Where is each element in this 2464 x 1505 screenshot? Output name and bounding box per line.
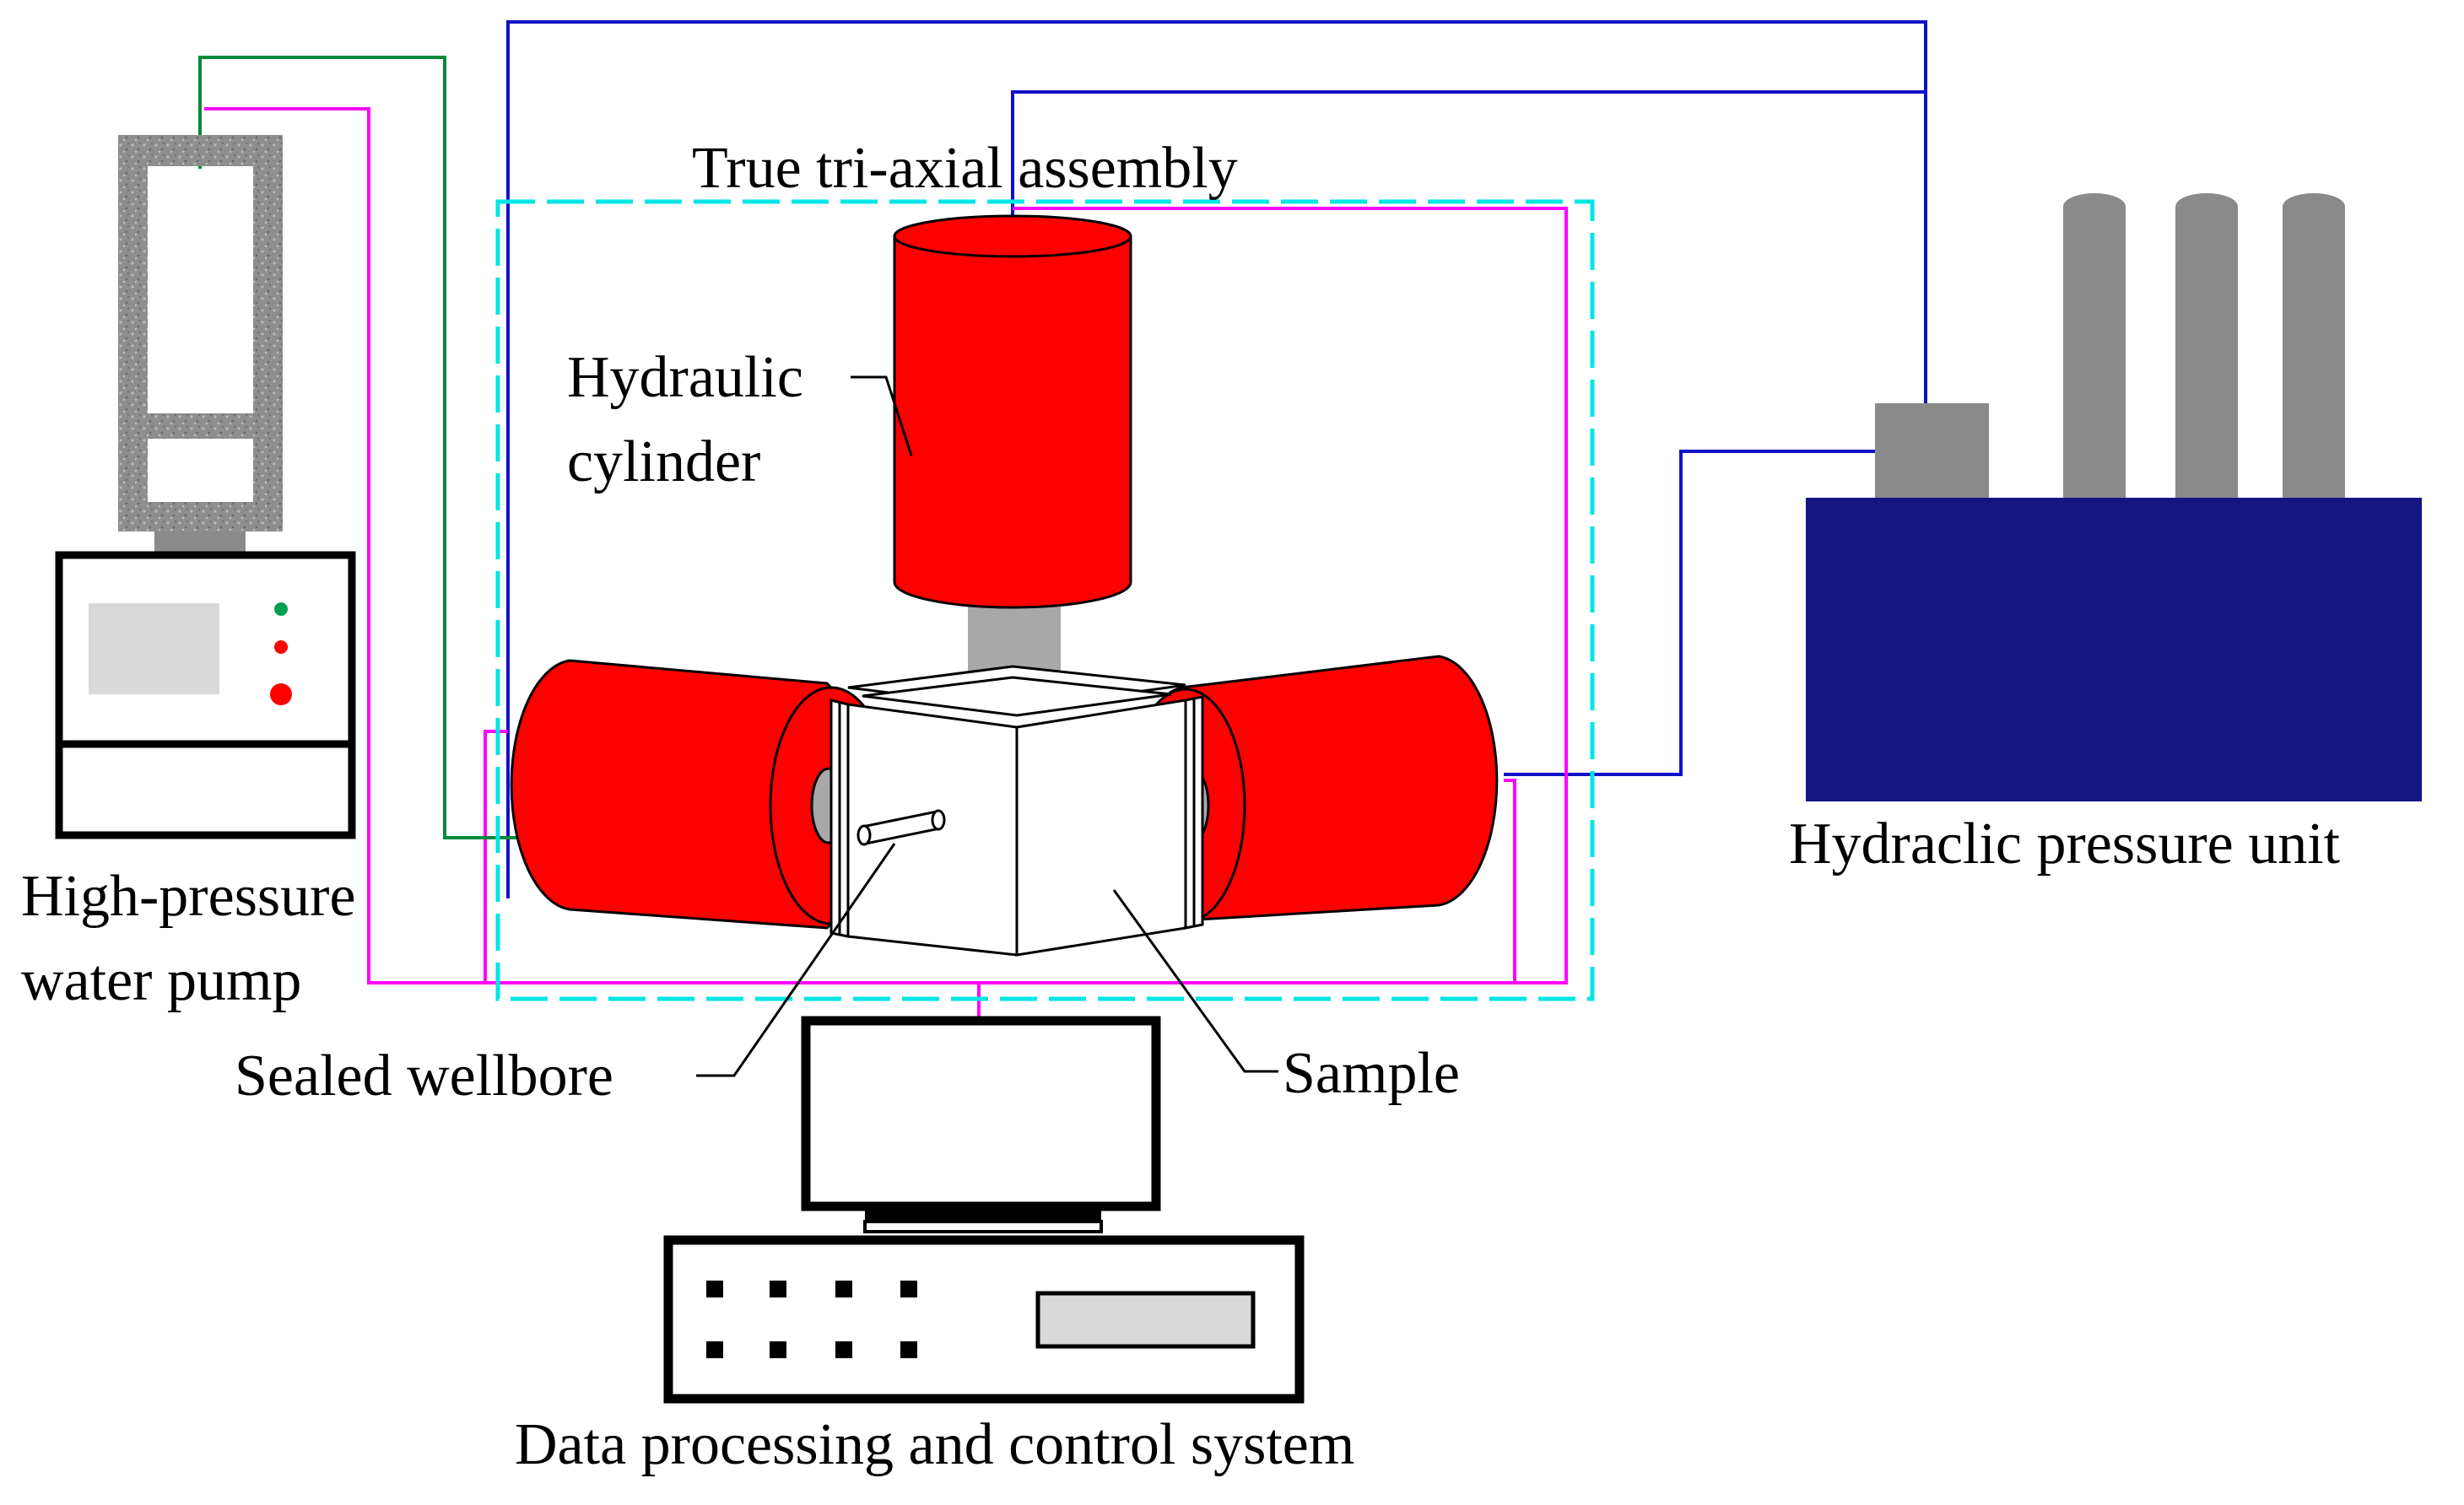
computer-monitor (801, 1016, 1161, 1211)
control-button (706, 1341, 723, 1358)
wellbore-end-left (856, 824, 872, 846)
control-button (835, 1341, 852, 1358)
pressure-unit-base (1806, 498, 2422, 801)
leader-lines (696, 375, 1278, 1077)
wellbore-leader (696, 843, 896, 1077)
control-button (835, 1281, 852, 1297)
pressure-unit-valve-block (1875, 403, 1989, 498)
signal-lines-magenta (204, 107, 1568, 1017)
pump-label-line2: water pump (21, 948, 301, 1013)
pressure-unit-label: Hydraclic pressure unit (1789, 812, 2341, 877)
pump-controller-box (55, 551, 356, 839)
control-button (770, 1281, 786, 1297)
control-display-panel (1035, 1291, 1256, 1349)
pump-led-green (274, 602, 288, 616)
pump-neck (154, 531, 246, 555)
control-button (900, 1281, 917, 1297)
hydraulic-pressure-unit (1806, 193, 2422, 801)
pressure-unit-columns (2063, 193, 2345, 502)
pump-accumulator-frame (118, 135, 283, 531)
column-1 (2063, 193, 2126, 502)
signal-line-left (484, 730, 508, 983)
sample-leader (1112, 889, 1278, 1073)
pump-knob-red (270, 683, 292, 705)
diagram-labels: True tri-axial assembly Hydraulic cylind… (21, 136, 2341, 1477)
cylinder-leader (851, 375, 913, 456)
control-system-label: Data processing and control system (515, 1412, 1354, 1477)
sealed-wellbore-tube (856, 809, 946, 846)
hydraulic-line-outer (506, 20, 1927, 898)
control-buttons (706, 1281, 917, 1358)
assembly-label: True tri-axial assembly (692, 136, 1238, 201)
signal-line-right (1504, 779, 1516, 983)
pump-display-screen (89, 603, 219, 694)
sample-right-face (1015, 699, 1187, 957)
sample-label: Sample (1283, 1041, 1460, 1106)
cylinder-label-line1: Hydraulic (567, 345, 803, 410)
control-button (900, 1341, 917, 1358)
high-pressure-water-pump (55, 135, 356, 839)
signal-line-pump (204, 107, 1568, 984)
data-processing-control-system (663, 1016, 1305, 1404)
top-cylinder-top (893, 214, 1132, 258)
control-button (706, 1281, 723, 1297)
pump-label-line1: High-pressure (21, 864, 356, 929)
top-loading-plate-inner (862, 676, 1172, 717)
column-2 (2175, 193, 2238, 502)
wellbore-end-right (931, 809, 946, 831)
monitor-stand-base (863, 1220, 1103, 1233)
hydraulic-line-cylinder (1011, 90, 1926, 232)
column-3 (2283, 193, 2345, 502)
cylinder-label-line2: cylinder (567, 429, 760, 494)
assembly-boundary (495, 199, 1595, 1001)
top-cylinder-body (893, 235, 1132, 609)
top-hydraulic-cylinder (893, 214, 1132, 690)
pump-led-red (274, 640, 288, 654)
control-button (770, 1341, 786, 1358)
wellbore-label: Sealed wellbore (235, 1044, 613, 1109)
sample-assembly (829, 665, 1204, 957)
